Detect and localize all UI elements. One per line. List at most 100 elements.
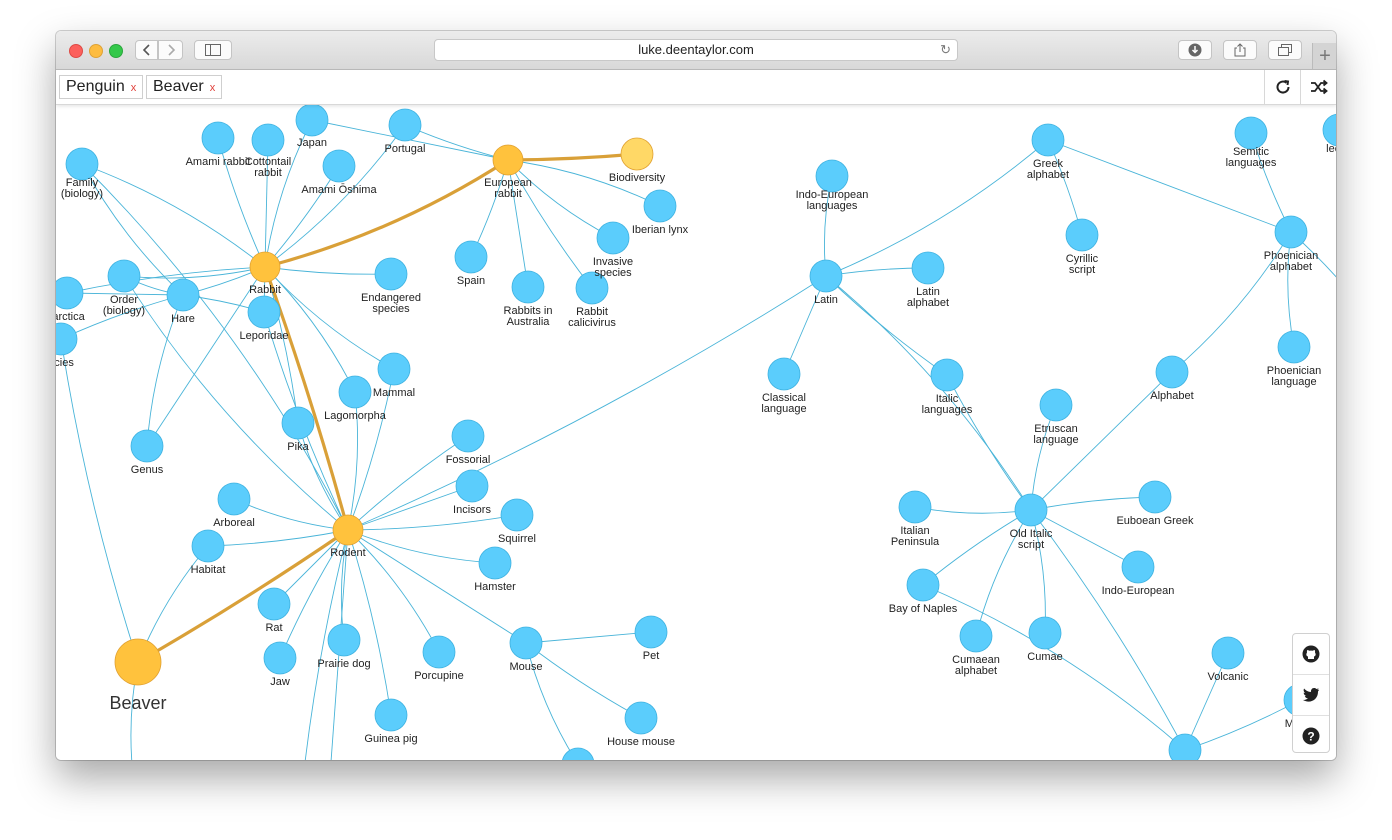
node-indoeuropean[interactable]: Indo-European — [1102, 550, 1175, 597]
node-circle[interactable] — [56, 322, 78, 356]
node-alphabet[interactable]: Alphabet — [1150, 355, 1194, 402]
node-incisors[interactable]: Incisors — [453, 469, 491, 516]
node-circle[interactable] — [1234, 116, 1268, 150]
node-circle[interactable] — [959, 619, 993, 653]
node-spain[interactable]: Spain — [454, 240, 488, 287]
node-arboreal[interactable]: Arboreal — [213, 482, 255, 529]
node-circle[interactable] — [596, 221, 630, 255]
node-circle[interactable] — [1014, 493, 1048, 527]
node-circle[interactable] — [377, 352, 411, 386]
node-circle[interactable] — [249, 251, 281, 283]
node-pika[interactable]: Pika — [281, 406, 315, 453]
minimize-window-button[interactable] — [89, 44, 103, 58]
node-circle[interactable] — [451, 419, 485, 453]
node-circle[interactable] — [130, 429, 164, 463]
node-circle[interactable] — [930, 358, 964, 392]
node-porcupine[interactable]: Porcupine — [414, 635, 464, 682]
sidebar-toggle-button[interactable] — [194, 40, 232, 60]
chip-remove-button[interactable]: x — [209, 82, 216, 94]
node-mammal[interactable]: Mammal — [373, 352, 415, 399]
node-circle[interactable] — [511, 270, 545, 304]
node-biodiversity[interactable]: Biodiversity — [609, 137, 666, 184]
reload-icon[interactable]: ↻ — [940, 42, 951, 57]
node-japan[interactable]: Japan — [295, 103, 329, 149]
node-species[interactable]: ecies — [56, 322, 78, 369]
node-circle[interactable] — [454, 240, 488, 274]
node-antarctica[interactable]: tarctica — [56, 276, 86, 323]
node-circle[interactable] — [322, 149, 356, 183]
node-ischia[interactable]: Ischia — [1168, 733, 1202, 760]
node-apodemus[interactable]: Apodemus — [552, 747, 605, 760]
node-circle[interactable] — [500, 498, 534, 532]
node-circle[interactable] — [422, 635, 456, 669]
node-prairiedog[interactable]: Prairie dog — [317, 623, 371, 670]
node-circle[interactable] — [1065, 218, 1099, 252]
node-iberianlynx[interactable]: Iberian lynx — [632, 189, 689, 236]
node-naples[interactable]: Bay of Naples — [889, 568, 958, 615]
node-hamster[interactable]: Hamster — [474, 546, 516, 593]
node-circle[interactable] — [1277, 330, 1311, 364]
node-fossorial[interactable]: Fossorial — [446, 419, 491, 466]
zoom-window-button[interactable] — [109, 44, 123, 58]
node-squirrel[interactable]: Squirrel — [498, 498, 536, 545]
node-circle[interactable] — [1155, 355, 1189, 389]
node-circle[interactable] — [575, 271, 609, 305]
new-tab-button[interactable]: + — [1312, 43, 1336, 69]
node-genus[interactable]: Genus — [130, 429, 164, 476]
node-circle[interactable] — [263, 641, 297, 675]
node-amamirabbit[interactable]: Amami rabbit — [186, 121, 251, 168]
node-habitat[interactable]: Habitat — [191, 529, 226, 576]
node-rat[interactable]: Rat — [257, 587, 291, 634]
node-circle[interactable] — [809, 259, 843, 293]
node-circle[interactable] — [1138, 480, 1172, 514]
node-circle[interactable] — [217, 482, 251, 516]
node-housemouse[interactable]: House mouse — [607, 701, 675, 748]
node-circle[interactable] — [338, 375, 372, 409]
node-circle[interactable] — [114, 638, 162, 686]
node-circle[interactable] — [107, 259, 141, 293]
node-euboean[interactable]: Euboean Greek — [1116, 480, 1194, 527]
twitter-button[interactable] — [1293, 675, 1329, 716]
node-hare[interactable]: Hare — [166, 278, 200, 325]
node-circle[interactable] — [251, 123, 285, 157]
downloads-button[interactable] — [1178, 40, 1212, 60]
node-latin[interactable]: Latin — [809, 259, 843, 306]
share-button[interactable] — [1223, 40, 1257, 60]
node-lagomorpha[interactable]: Lagomorpha — [324, 375, 387, 422]
node-circle[interactable] — [455, 469, 489, 503]
node-circle[interactable] — [1274, 215, 1308, 249]
node-circle[interactable] — [388, 108, 422, 142]
node-circle[interactable] — [166, 278, 200, 312]
node-circle[interactable] — [1168, 733, 1202, 760]
node-circle[interactable] — [257, 587, 291, 621]
address-bar[interactable]: luke.deentaylor.com ↻ — [434, 39, 958, 61]
wiki-graph[interactable]: BeaverRodentRabbitEuropeanrabbitBiodiver… — [56, 70, 1336, 760]
close-window-button[interactable] — [69, 44, 83, 58]
node-circle[interactable] — [1121, 550, 1155, 584]
node-leporidae[interactable]: Leporidae — [240, 295, 289, 342]
node-cumae[interactable]: Cumae — [1027, 616, 1063, 663]
node-circle[interactable] — [509, 626, 543, 660]
node-family[interactable]: Family(biology) — [61, 147, 103, 200]
node-beaver[interactable]: Beaver — [109, 638, 167, 713]
node-circle[interactable] — [1322, 113, 1336, 147]
